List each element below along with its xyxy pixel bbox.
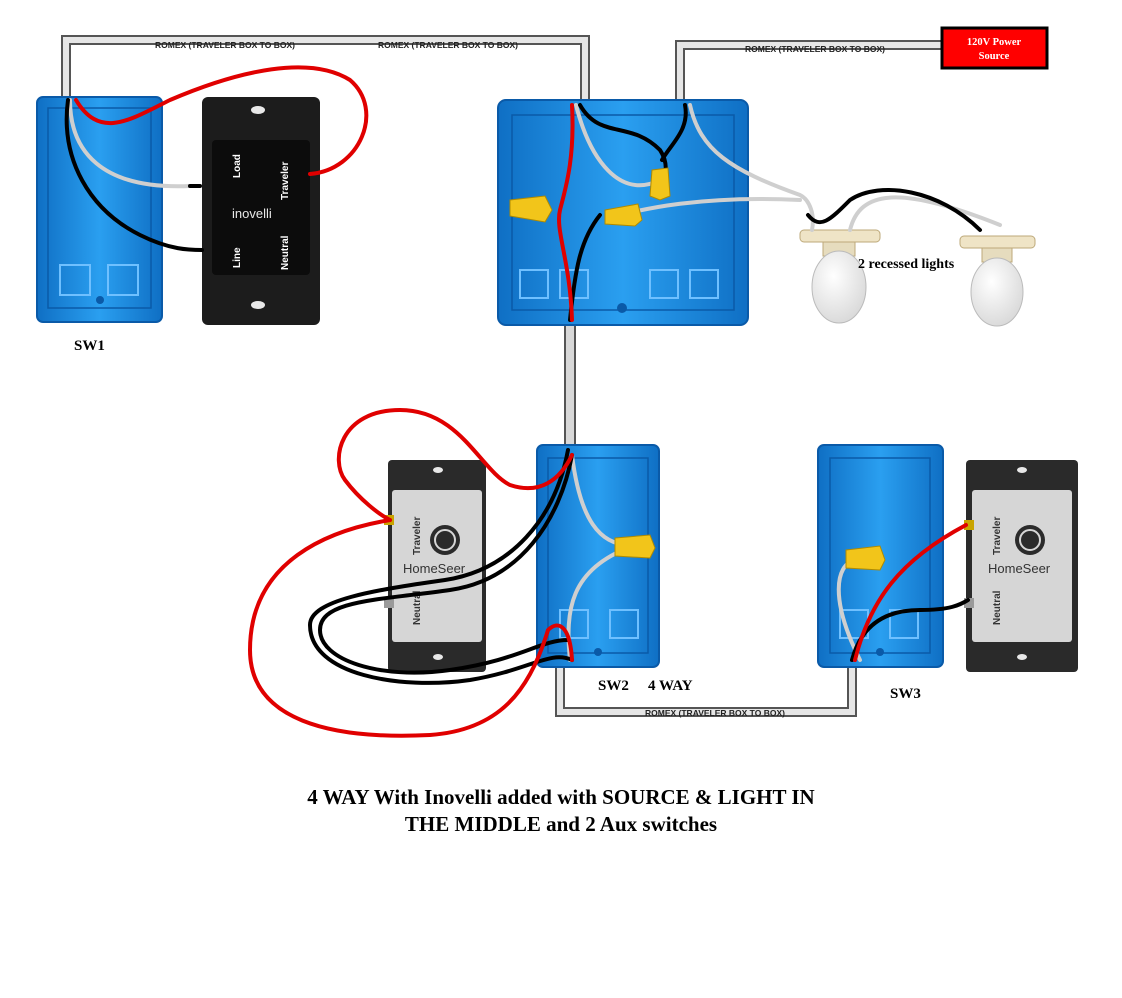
caption-line-2: THE MIDDLE and 2 Aux switches (404, 812, 718, 836)
romex-label-top-left-2: ROMEX (TRAVELER BOX TO BOX) (378, 40, 518, 50)
wirenut-5 (845, 545, 886, 571)
homeseer-left-neutral-label: Neutral (412, 590, 423, 625)
homeseer-switch-left: HomeSeer Traveler Neutral (384, 460, 486, 672)
sw2-label: SW2 (598, 678, 629, 694)
diagram-caption: 4 WAY With Inovelli added with SOURCE & … (0, 784, 1122, 838)
homeseer-right-neutral-label: Neutral (992, 590, 1003, 625)
recessed-light-1 (799, 229, 881, 324)
recessed-light-2 (959, 235, 1036, 327)
power-source-line2: Source (979, 51, 1010, 62)
inovelli-traveler-label: Traveler (280, 162, 291, 200)
sw1-label: SW1 (74, 338, 105, 354)
electrical-box-sw1 (36, 96, 163, 323)
caption-line-1: 4 WAY With Inovelli added with SOURCE & … (307, 785, 815, 809)
inovelli-brand: inovelli (232, 206, 272, 221)
red-wires (74, 65, 968, 738)
inovelli-line-label: Line (232, 247, 243, 268)
inovelli-load-label: Load (232, 154, 243, 178)
wirenut-4 (614, 534, 656, 559)
sw2-type-label: 4 WAY (648, 678, 693, 694)
romex-label-top-left-1: ROMEX (TRAVELER BOX TO BOX) (155, 40, 295, 50)
romex-cables (61, 35, 945, 717)
wirenut-1 (509, 195, 553, 223)
sw3-label: SW3 (890, 686, 921, 702)
wirenut-3 (604, 203, 643, 227)
homeseer-left-traveler-label: Traveler (412, 517, 423, 555)
power-source: 120V Power Source (940, 26, 1049, 70)
black-wires (64, 98, 982, 685)
inovelli-switch: inovelli Load Traveler Line Neutral (202, 97, 320, 325)
white-wires (68, 98, 1002, 662)
power-source-line1: 120V Power (967, 37, 1022, 48)
romex-label-top-right: ROMEX (TRAVELER BOX TO BOX) (745, 44, 885, 54)
inovelli-neutral-label: Neutral (280, 235, 291, 270)
wirenut-2 (649, 167, 671, 201)
homeseer-right-brand: HomeSeer (988, 561, 1051, 576)
romex-label-bottom: ROMEX (TRAVELER BOX TO BOX) (645, 708, 785, 718)
homeseer-right-traveler-label: Traveler (992, 517, 1003, 555)
homeseer-switch-right: HomeSeer Traveler Neutral (964, 460, 1078, 672)
lights-label: 2 recessed lights (858, 257, 955, 272)
wire-nuts (509, 167, 886, 571)
homeseer-left-brand: HomeSeer (403, 561, 466, 576)
